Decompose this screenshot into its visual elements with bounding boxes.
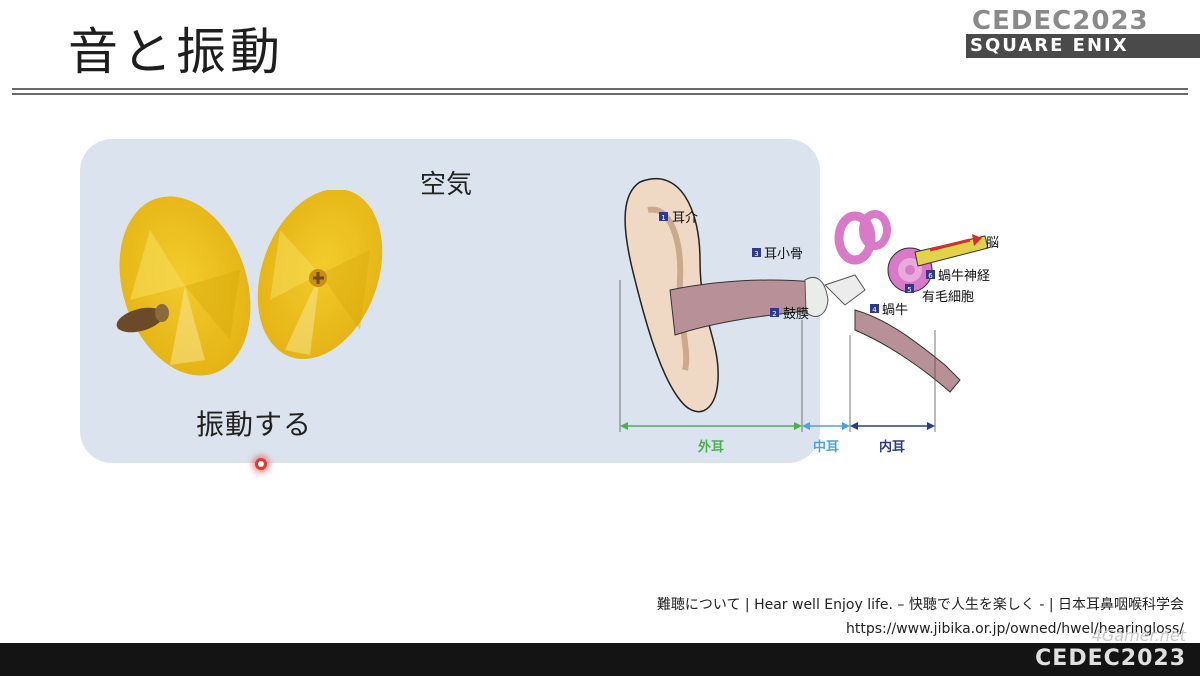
- cymbals-illustration: [116, 190, 383, 376]
- label-middle-ear: 中耳: [813, 439, 839, 455]
- brain-arrow: [929, 238, 971, 252]
- label-cochlea: 蝸牛: [882, 303, 908, 318]
- label-pinna: 耳介: [672, 211, 698, 226]
- marker-pinna: 1: [661, 214, 665, 222]
- citation-url: https://www.jibika.or.jp/owned/hwel/hear…: [845, 621, 1184, 637]
- square-enix-logo: SQUARE ENIX: [966, 34, 1200, 58]
- vibration-label: 振動する: [196, 408, 313, 441]
- cedec-logo-text: CEDEC2023: [972, 6, 1149, 36]
- page-title: 音と振動: [68, 23, 284, 81]
- laser-pointer-dot: [255, 458, 267, 470]
- title-divider: [12, 88, 1188, 90]
- label-inner-ear: 内耳: [879, 439, 905, 455]
- marker-cochlea: 4: [872, 306, 877, 314]
- label-eardrum: 鼓膜: [783, 307, 809, 322]
- inner-ear-span: [850, 422, 935, 430]
- ear-anatomy-diagram: 1 耳介 3 耳小骨 2 鼓膜 4 蝸牛 5 有毛細胞 6 蝸牛神経 脳 外耳 …: [619, 178, 999, 455]
- eardrum-shape: [804, 277, 829, 317]
- eustachian-tube: [854, 309, 961, 393]
- air-label: 空気: [420, 170, 473, 200]
- label-brain: 脳: [986, 236, 999, 251]
- title-divider-secondary: [12, 93, 1188, 95]
- citation-title: 難聴について | Hear well Enjoy life. – 快聴で人生を楽…: [656, 597, 1184, 613]
- cedec-logo-bottom: CEDEC2023: [1035, 646, 1186, 671]
- marker-hair-cells: 5: [907, 286, 911, 294]
- label-ossicles: 耳小骨: [764, 247, 803, 262]
- label-outer-ear: 外耳: [697, 439, 724, 455]
- label-hair-cells: 有毛細胞: [922, 290, 974, 305]
- right-cymbal: [257, 190, 383, 360]
- citation: 難聴について | Hear well Enjoy life. – 快聴で人生を楽…: [657, 593, 1184, 641]
- label-cochlear-nerve: 蝸牛神経: [938, 269, 990, 284]
- cedec-logo-top: CEDEC2023 SQUARE ENIX: [966, 6, 1200, 58]
- outer-ear-span: [620, 422, 802, 430]
- watermark: 4Gamer.net: [1091, 626, 1186, 645]
- marker-eardrum: 2: [772, 310, 776, 318]
- bottom-bar: CEDEC2023: [0, 643, 1200, 676]
- marker-cochlear-nerve: 6: [928, 272, 933, 280]
- middle-ear-span: [802, 422, 850, 430]
- left-cymbal: [116, 196, 251, 376]
- marker-ossicles: 3: [754, 250, 758, 258]
